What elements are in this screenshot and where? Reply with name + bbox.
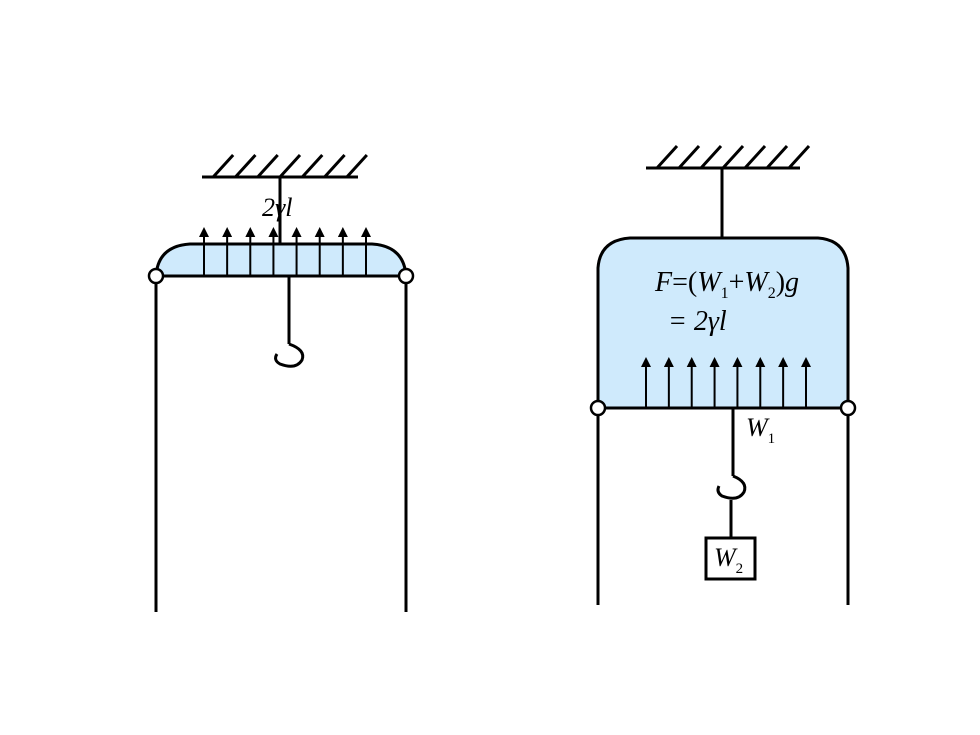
ceiling-hatch-line	[212, 153, 235, 179]
right-pivot-left	[589, 399, 607, 417]
left-force-arrows	[199, 227, 371, 276]
ceiling-hatch-line	[323, 153, 346, 179]
left-pivot-right	[397, 267, 415, 285]
ceiling-hatch-line	[234, 153, 257, 179]
ceiling-hatch-line	[787, 144, 811, 170]
right-ceiling	[646, 144, 811, 170]
left-hook	[274, 342, 305, 368]
ceiling-hatch-line	[699, 144, 723, 170]
ceiling-hatch-line	[256, 153, 279, 179]
left-apparatus: 2γl	[147, 153, 415, 612]
ceiling-hatch-line	[655, 144, 679, 170]
ceiling-hatch-line	[345, 153, 368, 179]
formula-line-1: F=(W1+W2)g	[654, 267, 799, 302]
ceiling-hatch-line	[677, 144, 701, 170]
weight-box	[704, 536, 757, 581]
ceiling-hatch-line	[301, 153, 324, 179]
w2-label: W2	[714, 543, 743, 577]
ceiling-hatch-line	[743, 144, 767, 170]
ceiling-hatch-line	[721, 144, 745, 170]
left-liquid-film	[154, 242, 408, 278]
ceiling-hatch-line	[278, 153, 302, 179]
formula-line-2: = 2γl	[668, 306, 727, 337]
w1-label: W1	[746, 413, 775, 447]
left-ceiling	[202, 153, 368, 179]
left-pivot-left	[147, 267, 165, 285]
left-surface-tension-label: 2γl	[262, 193, 292, 222]
right-hook	[716, 474, 747, 500]
right-force-arrows	[641, 357, 811, 408]
right-pivot-right	[839, 399, 857, 417]
ceiling-hatch-line	[765, 144, 789, 170]
right-apparatus: F=(W1+W2)g = 2γl W1 W2	[589, 144, 857, 605]
